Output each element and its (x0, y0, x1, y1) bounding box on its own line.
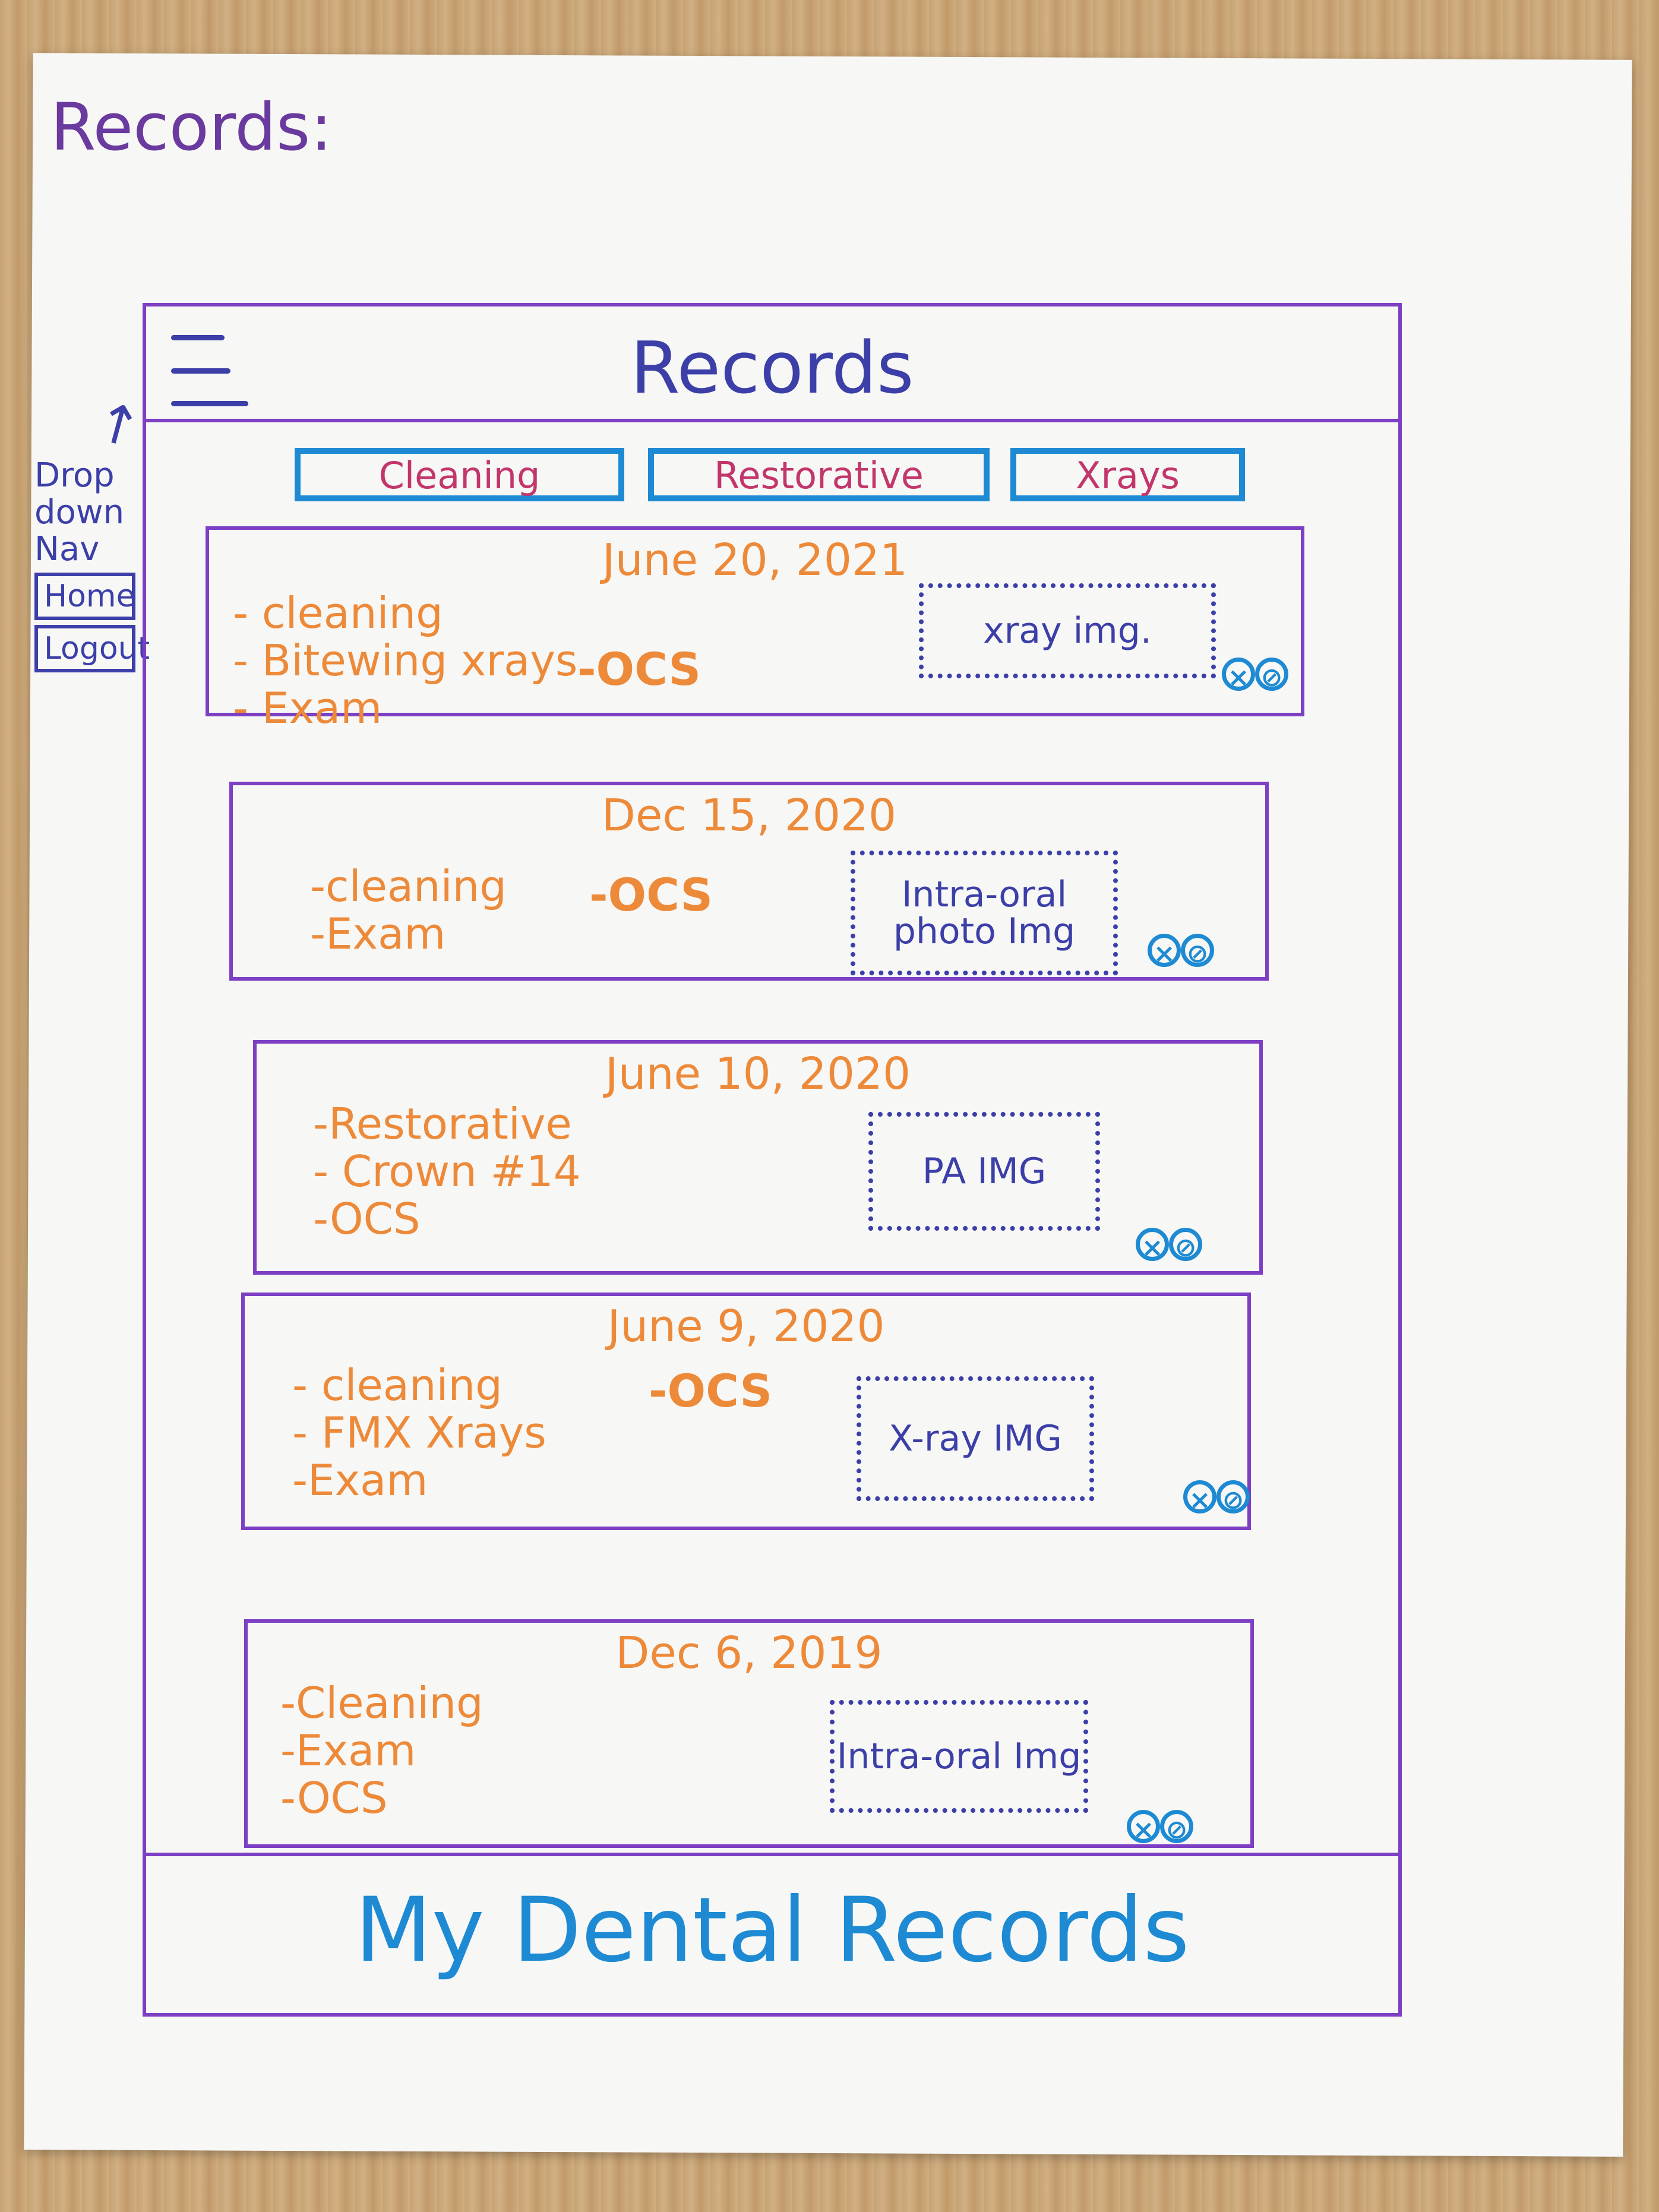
record-item: - cleaning (292, 1360, 503, 1410)
edit-icon[interactable]: ⊘ (1255, 658, 1288, 693)
record-date: June 10, 2020 (605, 1048, 911, 1099)
page-title: Records (630, 327, 914, 410)
image-label: PA IMG (922, 1151, 1047, 1192)
tab-xrays[interactable]: Xrays (1010, 448, 1245, 501)
delete-icon[interactable]: × (1127, 1810, 1160, 1845)
nav-item-home[interactable]: Home (34, 573, 135, 620)
record-item: - Exam (233, 683, 383, 733)
image-label: xray img. (983, 610, 1152, 652)
record-item: -Exam (280, 1726, 416, 1775)
image-label: Intra-oral Img (836, 1736, 1082, 1777)
filter-tabs: Cleaning Restorative Xrays (295, 448, 1304, 507)
record-item: -OCS (280, 1773, 388, 1823)
record-items: - cleaning - Bitewing xrays - Exam (233, 589, 577, 732)
note-line: down (34, 493, 125, 532)
record-item: -OCS (313, 1194, 421, 1244)
record-image-thumbnail[interactable]: Intra-oral photo Img (851, 851, 1118, 975)
delete-icon[interactable]: × (1222, 658, 1255, 693)
dropdown-nav-note: Drop down Nav (34, 457, 147, 568)
top-bar: Records (146, 306, 1398, 422)
record-provider: -OCS (577, 643, 701, 696)
record-actions: × ⊘ (1148, 934, 1214, 969)
edit-icon[interactable]: ⊘ (1160, 1810, 1193, 1845)
image-label: X-ray IMG (889, 1418, 1062, 1459)
record-date: Dec 6, 2019 (615, 1628, 883, 1679)
image-label: Intra-oral photo Img (893, 874, 1076, 952)
tab-cleaning[interactable]: Cleaning (295, 448, 624, 501)
record-image-thumbnail[interactable]: xray img. (919, 583, 1216, 678)
tab-restorative[interactable]: Restorative (648, 448, 990, 501)
edit-icon[interactable]: ⊘ (1216, 1480, 1250, 1515)
phone-frame: Records Cleaning Restorative Xrays June … (143, 303, 1402, 2017)
delete-icon[interactable]: × (1183, 1480, 1216, 1515)
record-date: Dec 15, 2020 (601, 790, 897, 841)
record-image-thumbnail[interactable]: Intra-oral Img (830, 1700, 1088, 1813)
record-actions: × ⊘ (1127, 1810, 1193, 1845)
record-card[interactable]: Dec 15, 2020 -cleaning -Exam -OCS Intra-… (229, 782, 1269, 981)
note-line: Drop (34, 456, 115, 495)
record-image-thumbnail[interactable]: PA IMG (868, 1112, 1100, 1231)
note-line: Nav (34, 530, 100, 568)
record-item: - cleaning (233, 588, 443, 638)
hamburger-menu-icon[interactable] (171, 335, 248, 406)
record-actions: × ⊘ (1222, 658, 1288, 693)
record-provider: -OCS (589, 868, 713, 921)
record-item: -Restorative (313, 1099, 572, 1149)
record-items: -Cleaning -Exam -OCS (280, 1679, 484, 1822)
record-item: -cleaning (310, 861, 507, 911)
record-provider: -OCS (649, 1364, 773, 1417)
record-card[interactable]: June 9, 2020 - cleaning - FMX Xrays -Exa… (241, 1293, 1251, 1530)
record-card[interactable]: June 10, 2020 -Restorative - Crown #14 -… (253, 1040, 1263, 1275)
record-card[interactable]: Dec 6, 2019 -Cleaning -Exam -OCS Intra-o… (244, 1619, 1254, 1848)
delete-icon[interactable]: × (1148, 934, 1181, 969)
record-item: - Bitewing xrays (233, 636, 578, 685)
edit-icon[interactable]: ⊘ (1169, 1228, 1202, 1263)
delete-icon[interactable]: × (1136, 1228, 1169, 1263)
record-card[interactable]: June 20, 2021 - cleaning - Bitewing xray… (206, 526, 1304, 732)
nav-item-logout[interactable]: Logout (34, 625, 150, 672)
record-date: June 9, 2020 (607, 1301, 885, 1352)
record-items: -Restorative - Crown #14 -OCS (313, 1100, 581, 1243)
record-items: -cleaning -Exam (310, 862, 507, 958)
record-item: - FMX Xrays (292, 1408, 546, 1458)
edit-icon[interactable]: ⊘ (1181, 934, 1214, 969)
page-label: Records: (50, 89, 333, 165)
record-item: -Cleaning (280, 1678, 484, 1728)
footer-brand: My Dental Records (146, 1853, 1398, 2013)
record-actions: × ⊘ (1183, 1480, 1250, 1515)
record-date: June 20, 2021 (602, 535, 908, 586)
record-item: - Crown #14 (313, 1146, 581, 1196)
record-item: -Exam (310, 909, 446, 959)
record-image-thumbnail[interactable]: X-ray IMG (857, 1376, 1094, 1501)
dropdown-nav-annotation: Drop down Nav Home Logout (34, 380, 150, 672)
record-actions: × ⊘ (1136, 1228, 1202, 1263)
record-item: -Exam (292, 1455, 428, 1505)
record-items: - cleaning - FMX Xrays -Exam (292, 1361, 546, 1504)
